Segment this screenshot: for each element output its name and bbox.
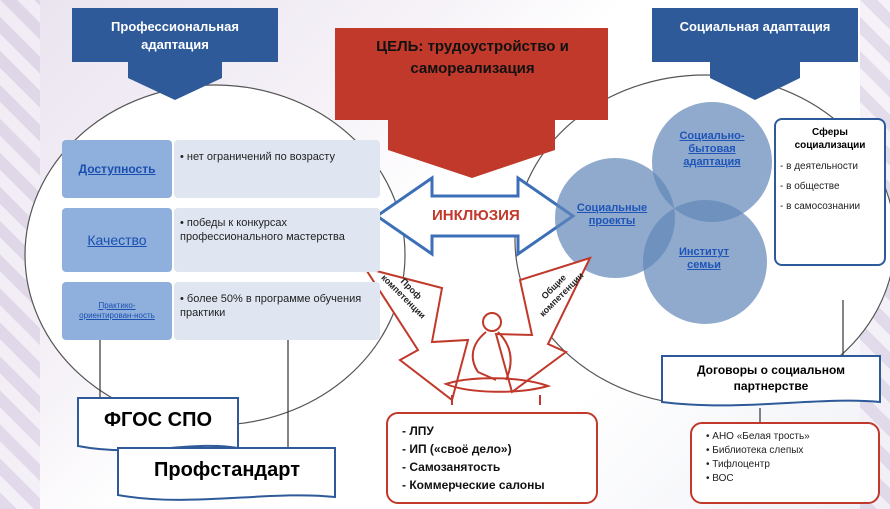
spheres-box: Сферы социализации - в деятельности - в … <box>774 118 886 266</box>
partner-item: • Тифлоцентр <box>706 459 770 470</box>
goal-text: ЦЕЛЬ: трудоустройство и самореализация <box>376 38 569 77</box>
term-practice[interactable]: Практико-ориентирован-ность <box>79 301 155 320</box>
profstandard-doc-shape <box>117 447 336 501</box>
term-quality[interactable]: Качество <box>87 232 147 248</box>
term-box: Качество <box>62 208 172 272</box>
partnership-doc-shape <box>661 355 881 407</box>
fgos-label: ФГОС СПО <box>103 409 213 431</box>
profstandard-label: Профстандарт <box>154 459 300 481</box>
goal-arrow-shape <box>335 28 608 178</box>
employer-item: - ЛПУ <box>402 424 434 438</box>
venn-social-projects[interactable]: Социальные проекты <box>576 202 648 227</box>
desc-practice: • более 50% в программе обучения практик… <box>174 282 380 340</box>
partners-box: • АНО «Белая трость» • Библиотека слепых… <box>690 422 880 504</box>
prof-header-shape <box>72 8 278 100</box>
venn-family[interactable]: Институт семьи <box>678 246 730 271</box>
inclusion-label: ИНКЛЮЗИЯ <box>432 207 520 224</box>
venn-circle-bottom <box>643 200 767 324</box>
venn-social-domestic[interactable]: Социально-бытовая адаптация <box>679 130 745 168</box>
row-quality: Качество • победы к конкурсах профессион… <box>62 208 380 272</box>
term-box: Доступность <box>62 140 172 198</box>
common-competence-arrow-shape <box>494 256 592 394</box>
desc-quality: • победы к конкурсах профессионального м… <box>174 208 380 272</box>
sphere-item: - в деятельности <box>780 161 859 172</box>
venn-circle-top <box>652 102 772 222</box>
sphere-item: - в обществе <box>780 181 840 192</box>
spheres-title: Сферы социализации <box>794 127 866 151</box>
row-accessibility: Доступность • нет ограничений по возраст… <box>62 140 380 198</box>
term-box: Практико-ориентирован-ность <box>62 282 172 340</box>
row-practice: Практико-ориентирован-ность • более 50% … <box>62 282 380 340</box>
desc-accessibility: • нет ограничений по возрасту <box>174 140 380 198</box>
partner-item: • АНО «Белая трость» <box>706 431 810 442</box>
prof-adaptation-header: Профессиональная адаптация <box>111 19 239 52</box>
employer-item: - Самозанятость <box>402 460 501 474</box>
sphere-item: - в самосознании <box>780 201 861 212</box>
social-adaptation-header: Социальная адаптация <box>679 19 831 34</box>
partner-item: • Библиотека слепых <box>706 445 804 456</box>
employer-item: - Коммерческие салоны <box>402 478 545 492</box>
prof-competence-arrow-shape <box>362 266 470 402</box>
partner-item: • ВОС <box>706 473 734 484</box>
partnership-title: Договоры о социальном партнерстве <box>696 363 846 393</box>
term-accessibility[interactable]: Доступность <box>78 162 156 176</box>
massage-figure-icon <box>443 312 552 405</box>
social-header-shape <box>652 8 858 100</box>
employers-box: - ЛПУ - ИП («своё дело») - Самозанятость… <box>386 412 598 504</box>
employer-item: - ИП («своё дело») <box>402 442 512 456</box>
